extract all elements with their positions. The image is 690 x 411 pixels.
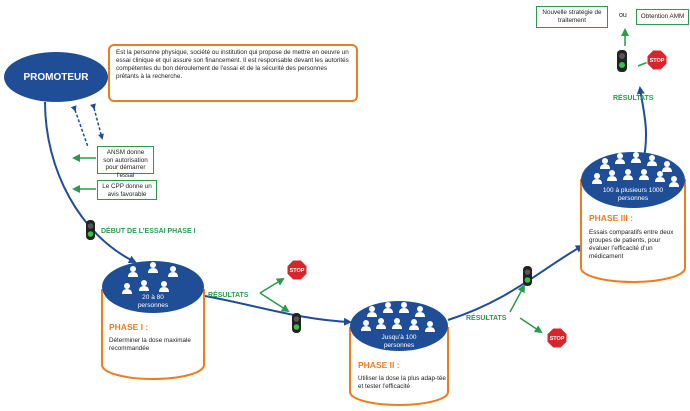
branch-p3-stop	[637, 61, 649, 67]
resultats-label-phase2: RÉSULTATS	[466, 315, 507, 322]
phase3-description: Essais comparatifs entre deux groupes de…	[589, 229, 674, 260]
cpp-authorization-box: Le CPP donne un avis favorable	[97, 180, 157, 200]
phase2-title: PHASE II :	[358, 360, 400, 370]
stop-sign-phase3: STOP	[646, 49, 668, 71]
branch-p1-stop	[259, 277, 285, 294]
outcome-obtention-amm: Obtention AMM	[636, 9, 689, 25]
phase1-title: PHASE I :	[109, 322, 149, 332]
phase1-cylinder	[101, 261, 205, 380]
ansm-authorization-box: ANSM donne son autorisation pour démarre…	[97, 146, 154, 179]
stop-sign-label: STOP	[290, 268, 305, 274]
stop-sign-label: STOP	[550, 336, 565, 342]
phase3-participants: 100 à plusieurs 1000 personnes	[602, 187, 664, 202]
phase2-participants: Jusqu’à 100 personnes	[381, 334, 417, 349]
path-promoteur-phase1	[44, 101, 137, 263]
dotted-arrow-1	[70, 105, 89, 148]
path-phase1-phase2	[204, 295, 352, 326]
branch-p2-go	[509, 284, 525, 313]
stop-sign-label: STOP	[650, 58, 665, 64]
phase1-participants: 20 à 80 personnes	[137, 294, 169, 309]
resultats-label-phase1: RÉSULTATS	[208, 292, 249, 299]
dotted-arrow-2	[90, 103, 104, 140]
outcome-connector: ou	[619, 12, 627, 19]
phase2-description: Utiliser la dose la plus adap-tée et tes…	[358, 375, 446, 390]
phase3-title: PHASE III :	[589, 213, 633, 223]
branch-p1-go	[259, 292, 290, 313]
resultats-label-phase3: RÉSULTATS	[613, 95, 654, 102]
path-phase2-phase3	[447, 245, 584, 321]
phase3-cylinder	[580, 152, 686, 283]
stop-sign-phase2: STOP	[546, 327, 568, 349]
phase1-description: Déterminer la dose maximale recommandée	[109, 337, 191, 352]
promoteur-definition: Est la personne physique, société ou ins…	[108, 44, 358, 102]
traffic-light-phase2	[523, 266, 532, 286]
traffic-light-phase1	[292, 313, 301, 333]
phase2-cylinder	[349, 301, 449, 406]
outcome-nouvelle-strategie: Nouvelle stratégie de traitement	[536, 6, 608, 28]
debut-essai-label: DÉBUT DE L’ESSAI PHASE I	[101, 228, 196, 235]
traffic-light-debut	[86, 220, 95, 240]
traffic-light-phase3	[617, 50, 627, 72]
stop-sign-phase1: STOP	[286, 259, 308, 281]
promoteur-node: PROMOTEUR	[4, 52, 108, 102]
branch-p2-stop	[519, 317, 543, 334]
